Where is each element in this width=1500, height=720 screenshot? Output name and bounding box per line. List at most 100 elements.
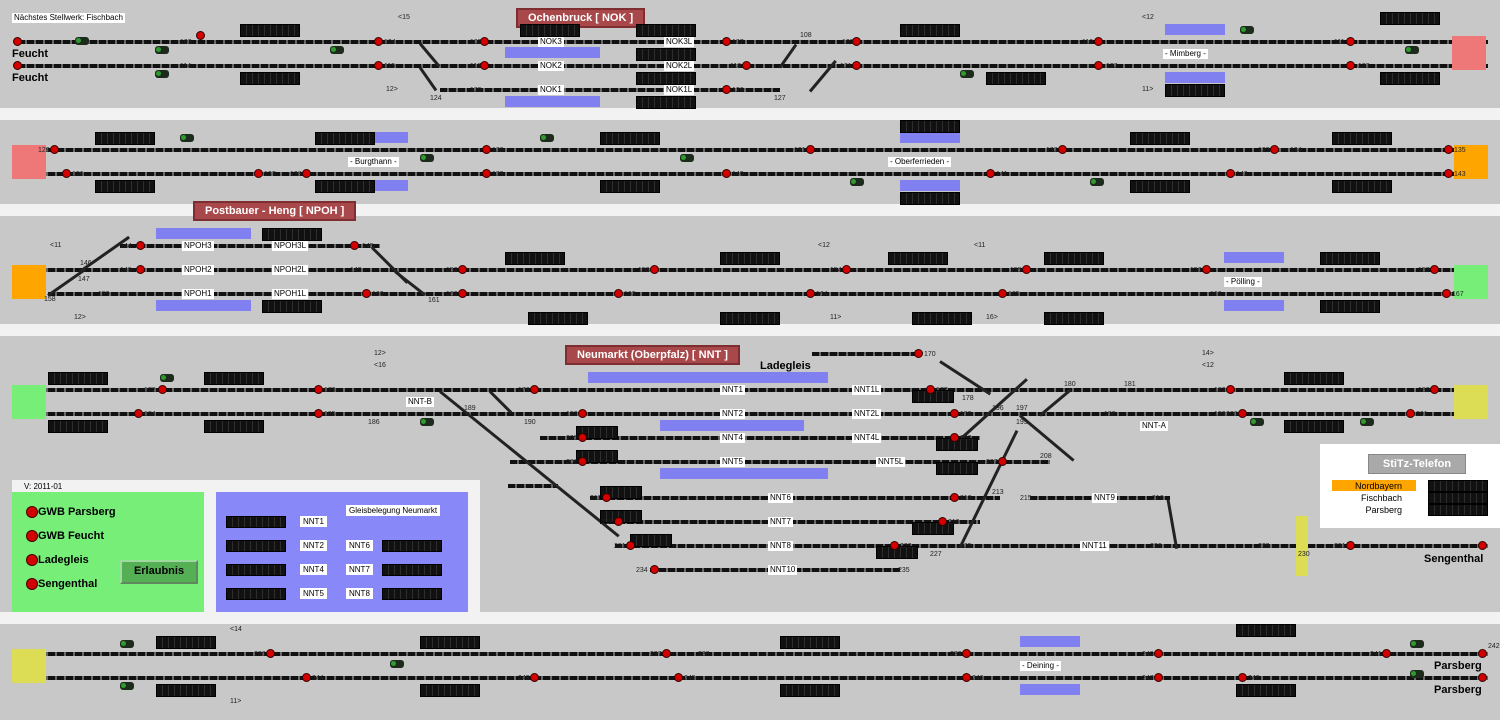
signal-246[interactable] bbox=[962, 673, 971, 682]
signal-201[interactable] bbox=[1406, 409, 1415, 418]
station-title-ochenbruck[interactable]: Ochenbruck [ NOK ] bbox=[516, 8, 646, 28]
signal-206[interactable] bbox=[578, 457, 587, 466]
dwarf-signal[interactable] bbox=[850, 178, 864, 186]
dwarf-signal[interactable] bbox=[120, 640, 134, 648]
signal-239[interactable] bbox=[962, 649, 971, 658]
signal-184[interactable] bbox=[134, 409, 143, 418]
dwarf-signal[interactable] bbox=[1360, 418, 1374, 426]
telephone-entry[interactable]: Fischbach bbox=[1360, 493, 1402, 503]
dwarf-signal[interactable] bbox=[330, 46, 344, 54]
dwarf-signal[interactable] bbox=[680, 154, 694, 162]
train-number-field[interactable] bbox=[156, 684, 216, 697]
station-title-postbauer[interactable]: Postbauer - Heng [ NPOH ] bbox=[193, 201, 357, 221]
signal-157[interactable] bbox=[1430, 265, 1439, 274]
signal-234[interactable] bbox=[650, 565, 659, 574]
signal-219[interactable] bbox=[938, 517, 947, 526]
train-number-field[interactable] bbox=[912, 312, 972, 325]
train-number-field[interactable] bbox=[1130, 180, 1190, 193]
signal-193[interactable] bbox=[950, 409, 959, 418]
occupancy-slot[interactable] bbox=[226, 564, 286, 576]
station-track-npoh3[interactable] bbox=[120, 244, 380, 248]
signal-131[interactable] bbox=[806, 145, 815, 154]
signal-176[interactable] bbox=[530, 385, 539, 394]
train-number-field[interactable] bbox=[1380, 12, 1440, 25]
signal-143[interactable] bbox=[1444, 169, 1453, 178]
train-number-field[interactable] bbox=[1320, 300, 1380, 313]
permission-gwb-parsberg[interactable]: GWB Parsberg bbox=[38, 506, 116, 518]
signal-170[interactable] bbox=[914, 349, 923, 358]
train-number-field[interactable] bbox=[636, 24, 696, 37]
signal-165[interactable] bbox=[998, 289, 1007, 298]
signal-182[interactable] bbox=[1226, 385, 1235, 394]
occupancy-slot[interactable] bbox=[226, 588, 286, 600]
main-track-2[interactable] bbox=[18, 64, 1488, 68]
train-number-field[interactable] bbox=[600, 132, 660, 145]
train-number-field[interactable] bbox=[48, 420, 108, 433]
train-number-field[interactable] bbox=[1236, 684, 1296, 697]
signal-221[interactable] bbox=[626, 541, 635, 550]
train-number-field[interactable] bbox=[986, 72, 1046, 85]
signal-104[interactable] bbox=[374, 37, 383, 46]
switch[interactable] bbox=[418, 66, 438, 92]
signal-156[interactable] bbox=[1202, 265, 1211, 274]
train-number-field[interactable] bbox=[315, 180, 375, 193]
train-number-field[interactable] bbox=[900, 192, 960, 205]
train-number-field[interactable] bbox=[780, 684, 840, 697]
signal-130[interactable] bbox=[482, 145, 491, 154]
signal-135[interactable] bbox=[1444, 145, 1453, 154]
signal-173[interactable] bbox=[314, 385, 323, 394]
dwarf-signal[interactable] bbox=[420, 418, 434, 426]
switch[interactable] bbox=[488, 390, 513, 414]
signal-218[interactable] bbox=[614, 517, 623, 526]
signal-142[interactable] bbox=[1226, 169, 1235, 178]
signal-132[interactable] bbox=[1058, 145, 1067, 154]
signal-152[interactable] bbox=[458, 265, 467, 274]
signal-109[interactable] bbox=[852, 37, 861, 46]
track-ladegleis[interactable] bbox=[812, 352, 922, 356]
train-number-field[interactable] bbox=[1332, 132, 1392, 145]
dwarf-signal[interactable] bbox=[155, 46, 169, 54]
signal-200[interactable] bbox=[1238, 409, 1247, 418]
main-track-2[interactable] bbox=[12, 172, 1488, 176]
signal-241[interactable] bbox=[1382, 649, 1391, 658]
signal-183[interactable] bbox=[1430, 385, 1439, 394]
signal-115[interactable] bbox=[374, 61, 383, 70]
occupancy-slot[interactable] bbox=[382, 588, 442, 600]
signal-129[interactable] bbox=[50, 145, 59, 154]
signal-172[interactable] bbox=[158, 385, 167, 394]
permission-sengenthal[interactable]: Sengenthal bbox=[38, 578, 98, 590]
signal-140[interactable] bbox=[722, 169, 731, 178]
signal-211[interactable] bbox=[602, 493, 611, 502]
train-number-field[interactable] bbox=[262, 228, 322, 241]
dwarf-signal[interactable] bbox=[960, 70, 974, 78]
signal-155[interactable] bbox=[1022, 265, 1031, 274]
station-title-neumarkt[interactable]: Neumarkt (Oberpfalz) [ NNT ] bbox=[565, 345, 740, 365]
dwarf-signal[interactable] bbox=[75, 37, 89, 45]
signal-207[interactable] bbox=[998, 457, 1007, 466]
train-number-field[interactable] bbox=[1130, 132, 1190, 145]
main-track-1[interactable] bbox=[12, 268, 1488, 272]
train-number-field[interactable] bbox=[95, 180, 155, 193]
signal-154[interactable] bbox=[842, 265, 851, 274]
telephone-slot[interactable] bbox=[1428, 480, 1488, 492]
signal-205[interactable] bbox=[578, 433, 587, 442]
signal-148[interactable] bbox=[136, 265, 145, 274]
signal-247[interactable] bbox=[1154, 673, 1163, 682]
train-number-field[interactable] bbox=[420, 636, 480, 649]
train-number-field[interactable] bbox=[48, 372, 108, 385]
dwarf-signal[interactable] bbox=[120, 682, 134, 690]
dwarf-signal[interactable] bbox=[1405, 46, 1419, 54]
train-number-field[interactable] bbox=[720, 252, 780, 265]
signal-244[interactable] bbox=[302, 673, 311, 682]
station-track-nnt4[interactable] bbox=[540, 436, 980, 440]
permission-gwb-feucht[interactable]: GWB Feucht bbox=[38, 530, 104, 542]
dwarf-signal[interactable] bbox=[540, 134, 554, 142]
train-number-field[interactable] bbox=[936, 462, 978, 475]
occupancy-slot[interactable] bbox=[226, 516, 286, 528]
train-number-field[interactable] bbox=[95, 132, 155, 145]
switch[interactable] bbox=[1166, 499, 1179, 550]
train-number-field[interactable] bbox=[262, 300, 322, 313]
signal-137[interactable] bbox=[254, 169, 263, 178]
main-track-1[interactable] bbox=[12, 388, 1488, 392]
signal-203[interactable] bbox=[950, 433, 959, 442]
